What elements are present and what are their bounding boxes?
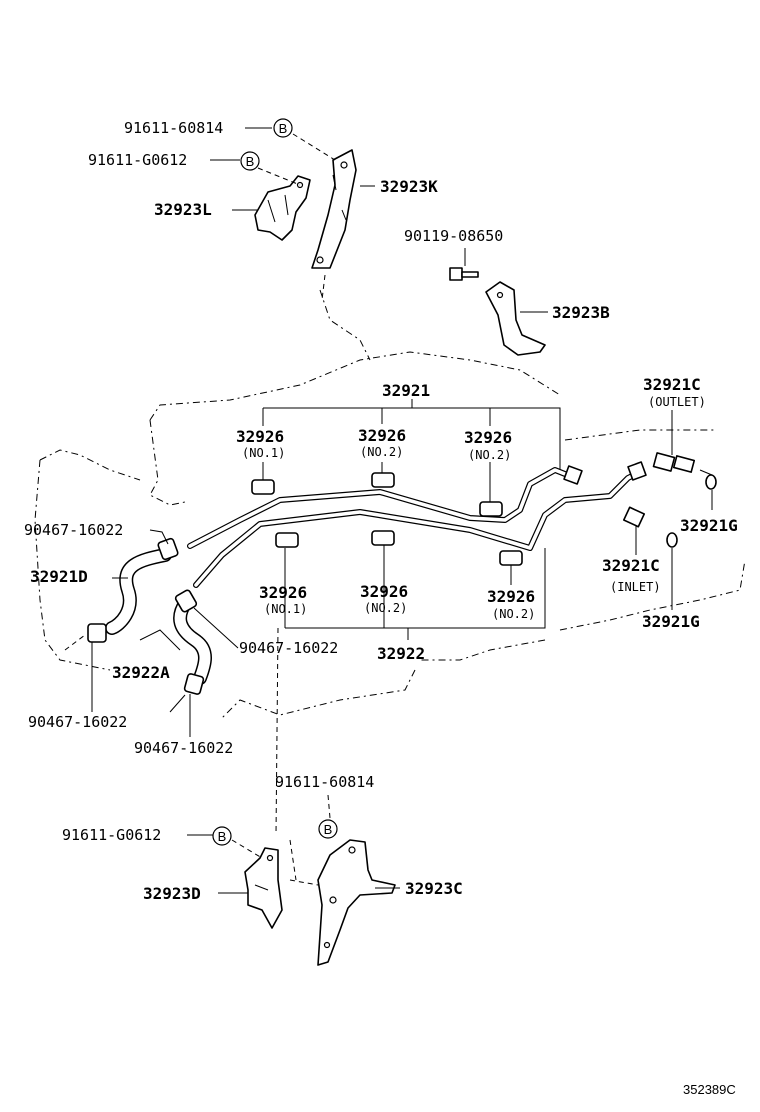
leader-lines-top [210, 127, 548, 313]
label-32926-3: 32926 [464, 428, 512, 447]
ref-marker-b3: B [212, 826, 232, 846]
sublabel-no2-d: (NO.2) [492, 607, 535, 621]
sublabel-no2-c: (NO.2) [364, 601, 407, 615]
bolt-90119-08650 [449, 267, 479, 281]
label-32923C: 32923C [405, 879, 463, 898]
sublabel-no2-a: (NO.2) [360, 445, 403, 459]
label-91611-g0612-top: 91611-G0612 [88, 151, 187, 169]
label-32921C-inlet: 32921C [602, 556, 660, 575]
label-32921G-a: 32921G [680, 516, 738, 535]
fitting-32921C-inlet [622, 506, 646, 528]
bracket-32923L [254, 175, 311, 241]
svg-text:B: B [324, 822, 333, 837]
sublabel-no2-b: (NO.2) [468, 448, 511, 462]
clamp-90467-d [183, 673, 205, 695]
sublabel-outlet: (OUTLET) [648, 395, 706, 409]
label-32926-5: 32926 [360, 582, 408, 601]
bracket-32923C [317, 839, 396, 966]
fitting [563, 465, 583, 485]
clamps-32926 [251, 472, 523, 566]
label-32921C-outlet: 32921C [643, 375, 701, 394]
oring-32921G [705, 474, 717, 490]
leader-lines-bottom [187, 834, 400, 894]
ref-marker-b4: B [318, 819, 338, 839]
body-outline [34, 289, 746, 721]
label-32926-4: 32926 [259, 583, 307, 602]
fitting-32921C-outlet [652, 452, 696, 473]
label-90119-08650: 90119-08650 [404, 227, 503, 245]
label-32923D: 32923D [143, 884, 201, 903]
pipe-32922 [193, 469, 643, 588]
label-90467-16022-b: 90467-16022 [239, 639, 338, 657]
label-90467-16022-d: 90467-16022 [134, 739, 233, 757]
fitting [627, 461, 647, 481]
ref-marker-b1: B [273, 118, 293, 138]
label-32926-6: 32926 [487, 587, 535, 606]
label-32926-1: 32926 [236, 427, 284, 446]
clamp-90467-a [157, 537, 179, 561]
clamp-90467-b [174, 589, 198, 613]
hose-32921D [105, 548, 172, 635]
bracket-32923B [485, 281, 546, 356]
clamp-90467-c [87, 623, 107, 643]
label-32921D: 32921D [30, 567, 88, 586]
label-90467-16022-a: 90467-16022 [24, 521, 123, 539]
hose-32922A [173, 595, 212, 685]
label-32926-2: 32926 [358, 426, 406, 445]
label-32922: 32922 [377, 644, 425, 663]
label-91611-60814-bot: 91611-60814 [275, 773, 374, 791]
bracket-32923K [311, 149, 357, 269]
bolt-hole [316, 256, 324, 264]
label-32923K: 32923K [380, 177, 438, 196]
svg-text:B: B [218, 829, 227, 844]
svg-text:B: B [246, 154, 255, 169]
diagram-id: 352389C [683, 1082, 736, 1097]
sublabel-no1-a: (NO.1) [242, 446, 285, 460]
label-32923L: 32923L [154, 200, 212, 219]
label-32922A: 32922A [112, 663, 170, 682]
sublabel-no1-b: (NO.1) [264, 602, 307, 616]
part-labels: 91611-60814 91611-G0612 32923K 32923L 90… [24, 119, 738, 1097]
pipe-32921 [187, 467, 573, 549]
label-32921G-b: 32921G [642, 612, 700, 631]
label-32923B: 32923B [552, 303, 610, 322]
label-32921: 32921 [382, 381, 430, 400]
label-91611-g0612-bot: 91611-G0612 [62, 826, 161, 844]
leader-lines-middle [91, 399, 713, 836]
oring-32921G-lower [666, 532, 678, 548]
svg-text:B: B [279, 121, 288, 136]
sublabel-inlet: (INLET) [610, 580, 661, 594]
ref-marker-b2: B [240, 151, 260, 171]
label-90467-16022-c: 90467-16022 [28, 713, 127, 731]
bolt-hole [340, 161, 348, 169]
label-91611-60814-top: 91611-60814 [124, 119, 223, 137]
